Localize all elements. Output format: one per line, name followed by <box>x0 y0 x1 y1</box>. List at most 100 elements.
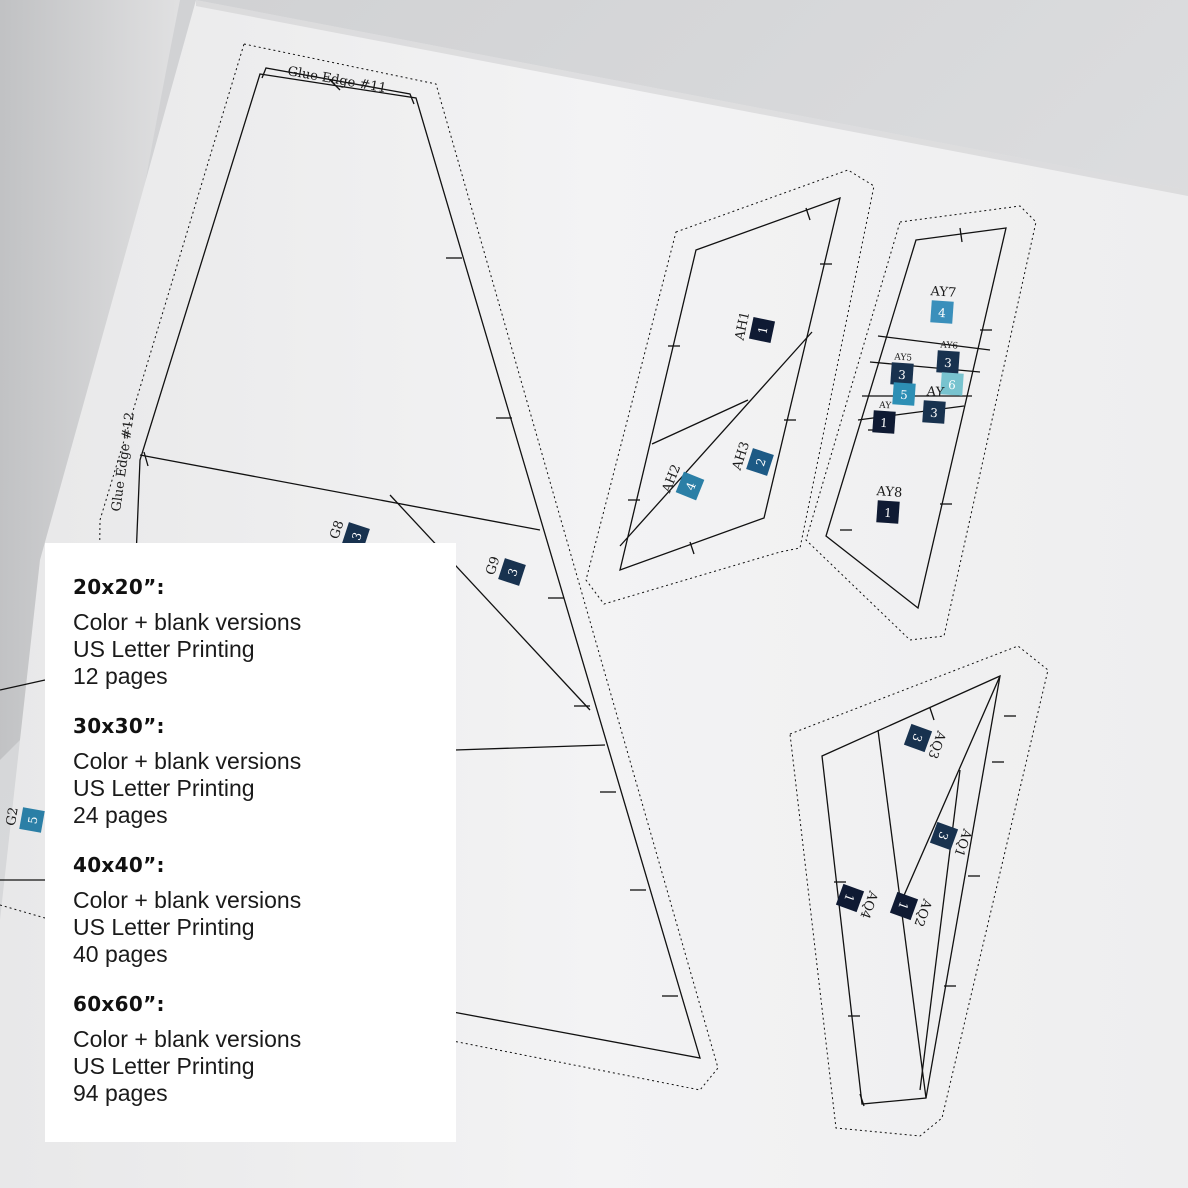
tag-swatch <box>675 471 705 501</box>
piece-tag: 3 G8 <box>327 519 370 550</box>
tag-swatch <box>936 350 960 374</box>
tag-swatch <box>922 400 946 424</box>
ah-piece-ticks <box>628 207 832 555</box>
tag-number: 1 <box>884 506 893 520</box>
piece-tag: 1 AY <box>872 401 896 434</box>
large-piece-cut-outline <box>94 43 719 1091</box>
glue-edge-bracket <box>261 67 415 105</box>
tag-number: 3 <box>505 567 521 579</box>
spec-size-title: 30x30”: <box>73 714 165 738</box>
tag-label: AY5 <box>893 352 913 363</box>
tag-label: AY <box>925 384 945 400</box>
ah-piece <box>585 169 875 605</box>
large-piece-seam <box>389 494 591 711</box>
tag-swatch <box>903 723 933 753</box>
tag-label: AY7 <box>929 284 957 301</box>
ay-piece-cut-outline <box>805 205 1037 641</box>
tag-swatch <box>19 807 45 833</box>
spec-size-title: 60x60”: <box>73 992 165 1016</box>
piece-tag: 5 G2 <box>4 806 45 833</box>
tag-number: 3 <box>944 356 953 370</box>
ah-piece-outline <box>619 196 841 572</box>
piece-tag: 4 AY7 <box>929 284 957 324</box>
tag-label: AY <box>878 401 893 412</box>
paper-edge-shadow <box>196 0 1188 196</box>
spec-block-40x40: 40x40”: Color + blank versions US Letter… <box>73 853 456 968</box>
tag-label: G8 <box>327 519 347 541</box>
tag-number: 5 <box>25 815 40 825</box>
ah-piece-seam <box>651 399 749 445</box>
tag-swatch <box>930 300 954 324</box>
tag-label: G2 <box>4 806 22 827</box>
spec-printing: US Letter Printing <box>73 1053 255 1079</box>
large-piece-ticks <box>143 79 678 997</box>
tag-swatch <box>890 362 914 386</box>
tag-number: 3 <box>909 732 925 744</box>
tag-swatch <box>929 821 959 851</box>
ay-piece <box>805 205 1037 641</box>
tag-swatch <box>889 891 919 921</box>
tag-number: 3 <box>930 406 939 420</box>
tag-label: AH1 <box>732 310 753 342</box>
spec-block-20x20: 20x20”: Color + blank versions US Letter… <box>73 575 456 690</box>
tag-swatch <box>746 448 774 476</box>
piece-tag: 1 AY8 <box>875 484 903 524</box>
spec-printing: US Letter Printing <box>73 775 255 801</box>
large-piece-seam <box>454 744 606 751</box>
spec-block-30x30: 30x30”: Color + blank versions US Letter… <box>73 714 456 829</box>
spec-block-60x60: 60x60”: Color + blank versions US Letter… <box>73 992 456 1107</box>
tag-swatch <box>940 372 964 396</box>
aq-piece-cut-outline <box>789 645 1049 1137</box>
partial-piece <box>0 679 46 919</box>
ah-piece-seam <box>619 331 813 547</box>
spec-pages: 12 pages <box>73 663 168 689</box>
tag-number: 1 <box>895 900 911 912</box>
tag-swatch <box>498 558 526 586</box>
ay-piece-outline <box>825 227 1007 610</box>
tag-swatch <box>876 500 900 524</box>
ah-piece-cut-outline <box>585 169 875 605</box>
ay-piece-seam <box>877 335 991 351</box>
spec-versions: Color + blank versions <box>73 887 302 913</box>
tag-swatch <box>342 522 370 550</box>
tag-swatch <box>748 316 776 344</box>
spec-versions: Color + blank versions <box>73 1026 302 1052</box>
spec-pages: 94 pages <box>73 1080 168 1106</box>
spec-pages: 40 pages <box>73 941 168 967</box>
size-options-panel: 20x20”: Color + blank versions US Letter… <box>45 543 456 1142</box>
tag-number: 6 <box>948 378 957 392</box>
tag-number: 2 <box>753 457 769 469</box>
spec-printing: US Letter Printing <box>73 636 255 662</box>
tag-label: AY6 <box>939 340 959 351</box>
tag-number: 3 <box>935 830 951 842</box>
spec-size-title: 40x40”: <box>73 853 165 877</box>
spec-printing: US Letter Printing <box>73 914 255 940</box>
piece-tag: 3 G9 <box>483 555 526 586</box>
tag-number: 3 <box>898 368 907 382</box>
tag-number: 3 <box>349 531 365 543</box>
spec-pages: 24 pages <box>73 802 168 828</box>
piece-tag: 3 AY5 <box>890 352 914 386</box>
tag-number: 1 <box>755 325 770 335</box>
tag-label: AY8 <box>875 484 903 501</box>
tag-number: 4 <box>938 306 947 321</box>
tag-number: 1 <box>841 892 857 904</box>
piece-tag: 3 AY <box>922 384 946 424</box>
large-piece-seam <box>139 454 541 531</box>
piece-tag: 5 <box>892 382 916 406</box>
ay-piece-seam <box>869 361 981 373</box>
piece-tag: 1 AH1 <box>732 310 776 344</box>
piece-tag: 6 <box>940 372 964 396</box>
spec-versions: Color + blank versions <box>73 748 302 774</box>
aq-piece-seam <box>901 675 1001 901</box>
aq-piece-seam <box>919 769 961 1091</box>
tag-label: G9 <box>483 555 503 577</box>
tag-swatch <box>835 883 865 913</box>
spec-versions: Color + blank versions <box>73 609 302 635</box>
piece-tag: 3 AY6 <box>936 340 960 374</box>
aq-piece-ticks <box>834 707 1016 1107</box>
spec-size-title: 20x20”: <box>73 575 165 599</box>
tag-number: 1 <box>880 416 889 430</box>
tag-swatch <box>872 410 896 434</box>
tag-number: 5 <box>900 388 909 402</box>
